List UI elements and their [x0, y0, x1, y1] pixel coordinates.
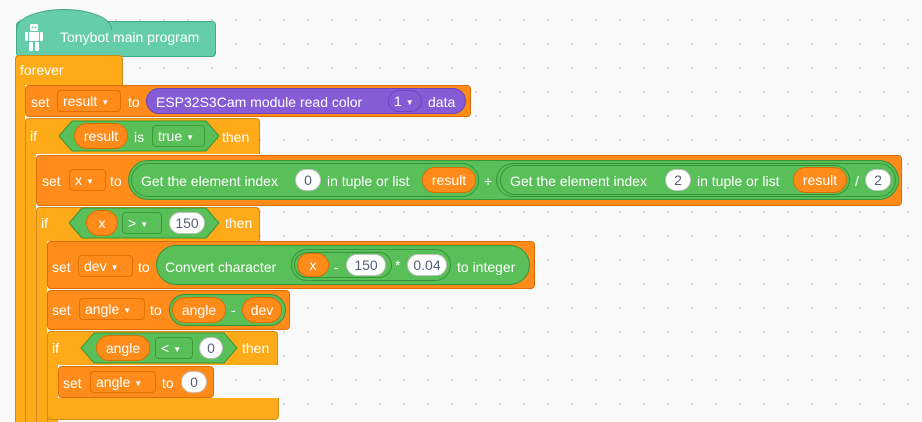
chevron-down-icon: ▼ — [405, 98, 414, 107]
index-input-1[interactable]: 0 — [295, 169, 321, 191]
if-keyword: if — [30, 128, 37, 144]
divide-operator-label: / — [855, 173, 859, 189]
then-keyword: then — [222, 129, 250, 145]
chevron-down-icon: ▼ — [123, 306, 132, 315]
boolean-value-dropdown[interactable]: true▼ — [152, 125, 205, 147]
plus-operator-label: + — [484, 173, 493, 189]
variable-reporter-result[interactable]: result — [793, 167, 847, 193]
chevron-down-icon: ▼ — [110, 263, 119, 272]
set-keyword: set — [31, 94, 50, 110]
chevron-down-icon: ▼ — [101, 98, 110, 107]
variable-dropdown-label: angle — [85, 301, 120, 317]
variable-reporter-x[interactable]: x — [297, 253, 329, 277]
chevron-down-icon: ▼ — [186, 133, 195, 142]
to-keyword: to — [162, 375, 174, 391]
to-keyword: to — [138, 259, 150, 275]
if-keyword: if — [52, 340, 59, 356]
to-integer-label: to integer — [457, 259, 516, 275]
variable-reporter-dev[interactable]: dev — [242, 297, 282, 323]
is-keyword: is — [134, 129, 145, 145]
if-block-2-arm — [36, 240, 47, 422]
variable-reporter-result[interactable]: result — [422, 167, 476, 193]
forever-block-arm — [15, 84, 25, 422]
variable-reporter-result[interactable]: result — [74, 123, 128, 149]
comparison-operator-label: < — [161, 340, 170, 356]
chevron-down-icon: ▼ — [140, 220, 149, 229]
variable-reporter-angle[interactable]: angle — [172, 297, 226, 323]
multiply-operator-label: * — [395, 257, 401, 273]
in-tuple-label: in tuple or list — [697, 173, 780, 189]
to-keyword: to — [110, 173, 122, 189]
get-element-label: Get the element index — [141, 173, 278, 189]
index-input-2[interactable]: 2 — [665, 169, 691, 191]
chevron-down-icon: ▼ — [134, 379, 143, 388]
variable-dropdown-label: dev — [84, 258, 107, 274]
subtract-value-input[interactable]: 150 — [346, 254, 386, 276]
comparison-operator-dropdown[interactable]: <▼ — [155, 337, 193, 359]
forever-block[interactable] — [15, 55, 123, 85]
angle-value-input[interactable]: 0 — [181, 371, 207, 393]
convert-character-label: Convert character — [165, 259, 277, 275]
if-block-1-arm — [25, 153, 36, 422]
forever-label: forever — [20, 62, 64, 78]
divisor-input[interactable]: 2 — [865, 169, 891, 191]
set-keyword: set — [52, 302, 71, 318]
variable-dropdown-label: x — [75, 172, 82, 188]
variable-dropdown-dev[interactable]: dev▼ — [78, 255, 133, 277]
minus-operator-label: - — [231, 302, 236, 318]
set-keyword: set — [52, 259, 71, 275]
then-keyword: then — [242, 340, 270, 356]
comparison-value-input[interactable]: 0 — [199, 337, 223, 359]
hat-block-cap-fill — [17, 30, 215, 50]
color-index-value: 1 — [394, 93, 402, 109]
boolean-value-label: true — [158, 128, 183, 144]
variable-dropdown-result[interactable]: result▼ — [57, 90, 121, 112]
hat-block-label: Tonybot main program — [60, 29, 200, 45]
comparison-operator-label: > — [128, 215, 137, 231]
chevron-down-icon: ▼ — [86, 177, 94, 186]
to-keyword: to — [150, 302, 162, 318]
if-block-3-arm — [47, 364, 58, 422]
comparison-value-input[interactable]: 150 — [169, 212, 205, 234]
variable-dropdown-angle[interactable]: angle▼ — [90, 371, 156, 393]
set-keyword: set — [42, 173, 61, 189]
set-keyword: set — [63, 375, 82, 391]
if-keyword: if — [41, 215, 48, 231]
if-block-3-bottom — [47, 398, 279, 420]
factor-input[interactable]: 0.04 — [407, 254, 447, 276]
to-keyword: to — [128, 94, 140, 110]
variable-dropdown-label: angle — [96, 374, 131, 390]
minus-operator-label: - — [334, 259, 339, 275]
chevron-down-icon: ▼ — [173, 345, 182, 354]
color-index-dropdown[interactable]: 1▼ — [388, 90, 422, 112]
esp32-reporter-suffix: data — [428, 94, 456, 110]
esp32-reporter-label: ESP32S3Cam module read color — [156, 94, 363, 110]
then-keyword: then — [225, 215, 253, 231]
in-tuple-label: in tuple or list — [327, 173, 410, 189]
variable-reporter-angle[interactable]: angle — [96, 335, 150, 361]
variable-dropdown-angle[interactable]: angle▼ — [79, 298, 145, 320]
robot-icon — [25, 24, 43, 51]
variable-dropdown-x[interactable]: x▼ — [69, 169, 106, 191]
get-element-label: Get the element index — [510, 173, 647, 189]
comparison-operator-dropdown[interactable]: >▼ — [122, 212, 162, 234]
variable-reporter-x[interactable]: x — [86, 210, 118, 236]
variable-dropdown-label: result — [63, 93, 98, 109]
